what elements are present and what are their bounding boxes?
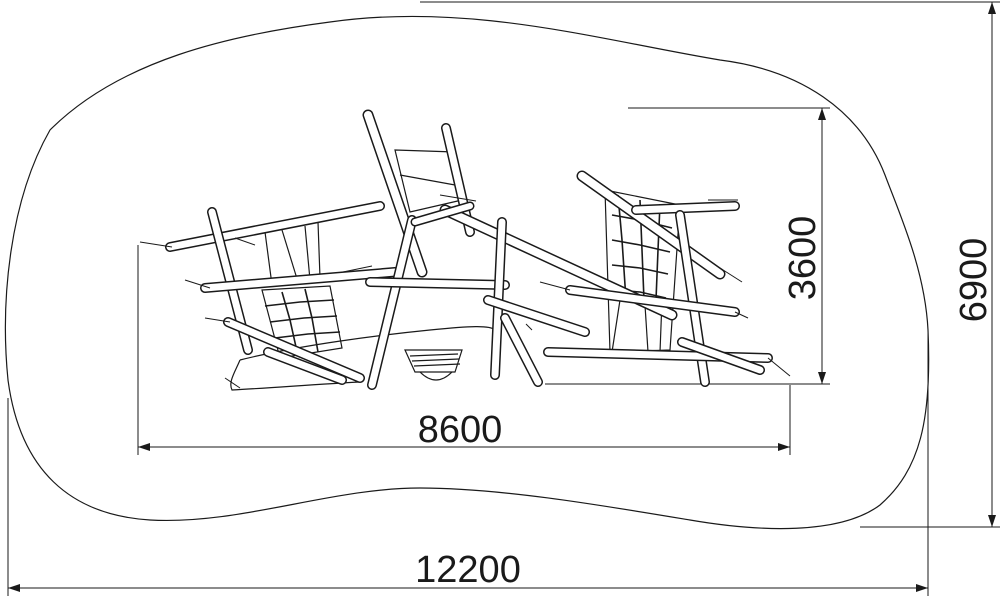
log-upper-centre-short xyxy=(410,201,475,227)
dimension-overall-depth-label: 6900 xyxy=(953,238,995,323)
log-left-bottom xyxy=(263,347,347,385)
dimension-overall-width-label: 12200 xyxy=(415,549,521,591)
log-right-low-diagonal xyxy=(677,337,765,375)
safety-zone-outline xyxy=(4,15,930,530)
dimension-structure-width: 8600 xyxy=(137,245,791,455)
dimension-overall-depth: 6900 xyxy=(420,1,1000,528)
dimension-structure-depth: 3600 xyxy=(545,107,830,385)
branches xyxy=(139,194,791,389)
left-climbing-net xyxy=(261,285,343,359)
log-centre-short xyxy=(483,295,590,337)
log-right-top-bar xyxy=(631,201,740,215)
log-middle-left-rail xyxy=(200,267,400,293)
centre-ladder xyxy=(404,349,463,381)
log-tall-tilted-left xyxy=(362,109,428,278)
left-tower xyxy=(261,221,343,359)
log-centre-post xyxy=(367,215,417,390)
logs xyxy=(165,109,773,390)
dimension-structure-width-label: 8600 xyxy=(418,409,503,451)
log-centre-rail xyxy=(365,277,510,290)
log-centre-leg xyxy=(500,313,543,387)
dimension-overall-width: 12200 xyxy=(7,330,929,596)
log-right-rail xyxy=(565,285,740,317)
play-structure xyxy=(139,109,791,391)
log-lower-left-diagonal xyxy=(223,317,365,383)
dimension-structure-depth-label: 3600 xyxy=(782,216,824,301)
log-upper-left-rail xyxy=(165,201,385,252)
log-upper-right-diagonal xyxy=(576,170,726,280)
